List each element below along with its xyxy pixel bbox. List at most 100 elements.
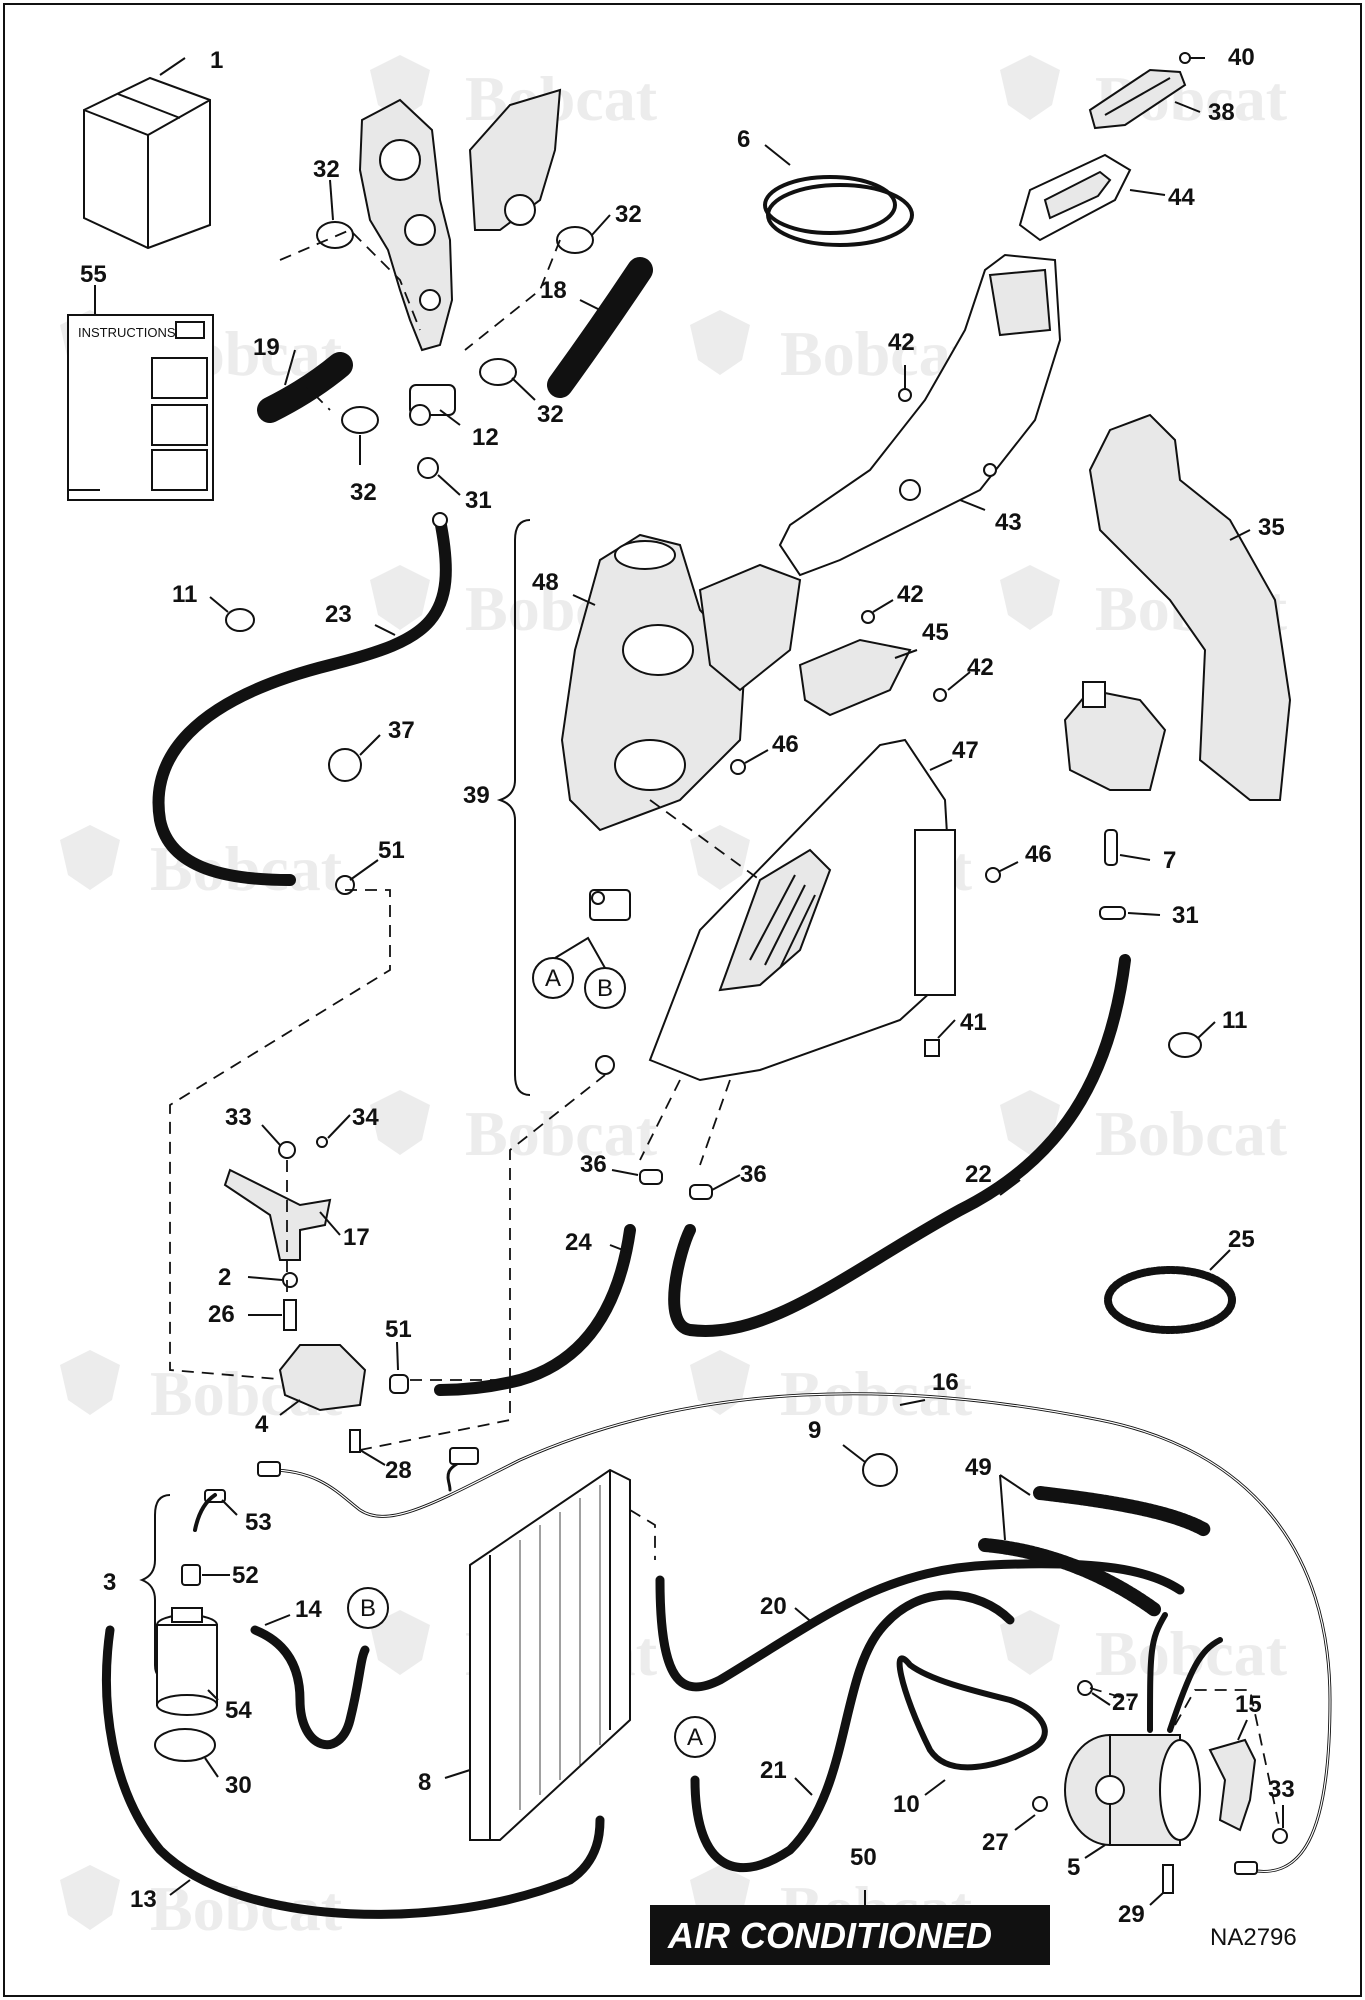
bolt-27-upper [1077,1680,1093,1696]
callout-41: 41 [960,1009,987,1036]
callout-15: 15 [1235,1691,1262,1718]
bracket-39 [496,519,531,1096]
watermark-7: Bobcat [60,825,343,904]
svg-text:B: B [597,975,613,1002]
callout-39: 39 [463,782,490,809]
refrigerant-hose-13 [102,1625,605,1919]
bracket-3 [139,1494,171,1681]
condenser-8 [469,1468,631,1841]
watermark-12: Bobcat [690,1350,973,1429]
callout-40: 40 [1228,44,1255,71]
compressor-fitting-suction [1147,1612,1168,1733]
nut-33-upper [278,1141,296,1159]
diagram-border [3,3,1362,1997]
svg-text:INSTRUCTIONS: INSTRUCTIONS [78,325,176,340]
dash-48-to-47 [649,799,761,881]
connector-b-upper: B [584,967,626,1009]
hose-6 [763,175,914,247]
svg-text:B: B [360,1595,376,1622]
refrigerant-hose-20 [655,1559,1185,1692]
callout-2: 2 [218,1264,231,1291]
compressor-5 [1064,1734,1201,1846]
dash-box-to-36 [639,1079,681,1161]
clamp-31-upper [417,457,439,479]
bolt-46-right [985,867,1001,883]
callout-33-b: 33 [1268,1776,1295,1803]
callout-47: 47 [952,737,979,764]
evaporator-housing-48 [560,533,747,832]
leader-ab [554,936,606,969]
figure-code: NA2796 [1210,1924,1297,1951]
grommet-41 [924,1039,940,1057]
callout-19: 19 [253,334,280,361]
heater-box-47 [648,738,957,1082]
screw-42-upper [898,388,912,402]
clamp-36-right [689,1184,713,1200]
air-conditioned-banner: AIR CONDITIONED [650,1905,1050,1965]
callout-11-b: 11 [1222,1007,1247,1034]
watermark-14: Bobcat [1000,1610,1288,1689]
callout-12: 12 [472,424,499,451]
callout-33-a: 33 [225,1104,252,1131]
vent-cover-40 [1179,52,1191,64]
watermark-10: Bobcat [1000,1090,1288,1169]
svg-text:Bobcat: Bobcat [150,833,343,904]
callout-28: 28 [385,1457,412,1484]
callout-14: 14 [295,1596,322,1623]
dash-51-to-4 [169,889,391,1381]
callout-17: 17 [343,1224,370,1251]
hose-23-fitting [432,512,448,528]
bolt-26 [283,1299,297,1331]
callout-30: 30 [225,1772,252,1799]
callout-54: 54 [225,1697,252,1724]
compressor-fitting-discharge [1167,1637,1223,1733]
hose-25 [1104,1266,1236,1334]
harness-connector-left [257,1461,281,1477]
callout-10: 10 [893,1791,920,1818]
callout-27-b: 27 [982,1829,1009,1856]
callout-42-a: 42 [888,329,915,356]
watermark-3: Bobcat [690,310,973,389]
louver-38 [1088,68,1187,130]
refrigerant-hose-21 [690,1590,1015,1872]
callout-48: 48 [532,569,559,596]
duct-43 [778,253,1062,577]
screw-42-mid [861,610,875,624]
bracket-45 [798,638,912,717]
clamp-37 [328,748,362,782]
sleeve-49-lower [978,1538,1162,1617]
callout-24: 24 [565,1229,592,1256]
fitting-7 [1104,829,1118,866]
callout-42-b: 42 [897,581,924,608]
callout-43: 43 [995,509,1022,536]
dash-4-to-box [410,1074,606,1381]
callout-45: 45 [922,619,949,646]
callout-26: 26 [208,1301,235,1328]
heater-hose-22 [668,954,1131,1337]
receiver-drier-54 [156,1607,218,1716]
watermark-9: Bobcat [370,1090,658,1169]
connector-a-lower: A [674,1716,716,1758]
callout-5: 5 [1067,1854,1080,1881]
callout-51-b: 51 [385,1316,412,1343]
callout-22: 22 [965,1161,992,1188]
callout-16: 16 [932,1369,959,1396]
callout-46-b: 46 [1025,841,1052,868]
callout-23: 23 [325,601,352,628]
callout-29: 29 [1118,1901,1145,1928]
callout-numbers: 1 55 32 32 18 19 12 32 32 31 6 40 38 44 … [80,44,1295,1928]
heater-hose-24 [434,1224,636,1396]
clamp-9 [862,1453,898,1487]
bolt-27-lower [1032,1796,1048,1812]
water-valve-4 [278,1344,367,1412]
callout-50: 50 [850,1844,877,1871]
grommet-11-right [1168,1032,1202,1058]
callout-32-d: 32 [350,479,377,506]
callout-37: 37 [388,717,415,744]
dash-condenser [629,1509,656,1560]
callout-27-a: 27 [1112,1689,1139,1716]
callout-35: 35 [1258,514,1285,541]
callout-3: 3 [103,1569,116,1596]
bracket-17 [223,1168,332,1261]
bracket-30 [154,1728,216,1762]
